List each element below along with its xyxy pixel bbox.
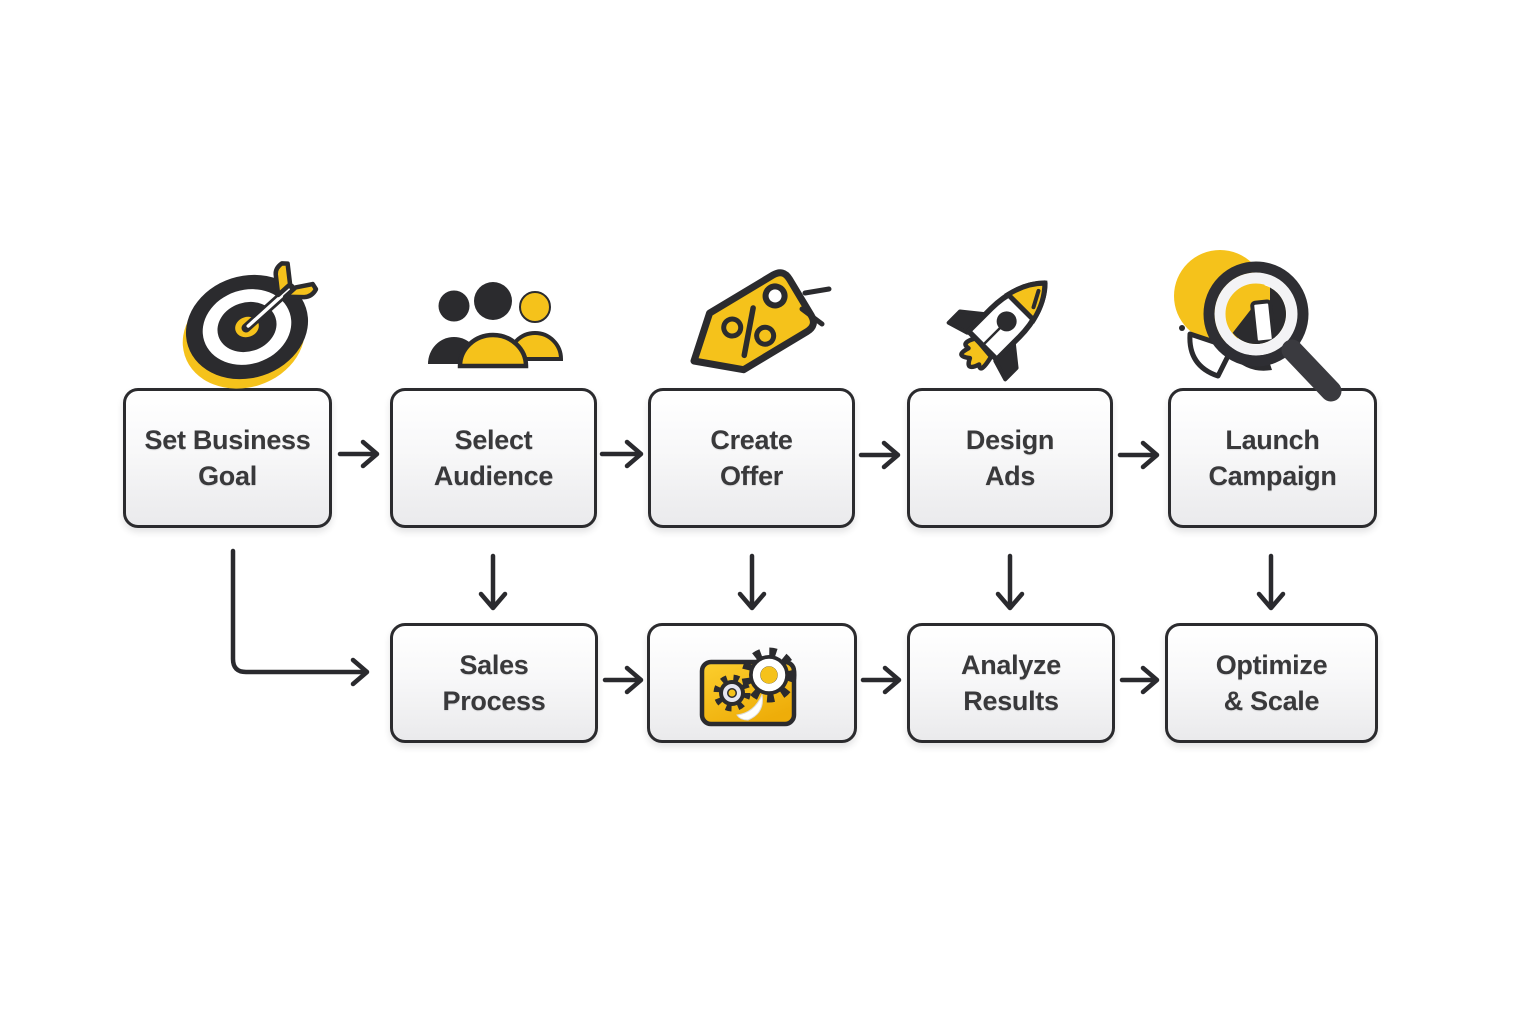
arrow-analyze-to-optimize: [1119, 665, 1160, 695]
magnifier-chart-icon: [1174, 250, 1342, 402]
audience-icon: [428, 282, 564, 369]
sparkle-line: [799, 306, 825, 327]
box-label-line1: Select: [454, 425, 533, 455]
box-label-line1: Launch: [1225, 425, 1320, 455]
arrow-audience-to-sales: [478, 553, 508, 611]
arrow-audience-to-offer: [599, 439, 644, 469]
flow-box-create-offer: Create Offer: [648, 388, 855, 528]
box-label-line1: Analyze: [961, 650, 1061, 680]
arrow-sales-to-gears: [602, 665, 644, 695]
flow-box-automation: [647, 623, 857, 743]
arrow-gears-to-analyze: [860, 665, 902, 695]
box-label-line1: Create: [710, 425, 793, 455]
flow-box-design-ads: Design Ads: [907, 388, 1113, 528]
box-label-line2: Offer: [719, 461, 783, 491]
percent-symbol: [721, 305, 777, 359]
box-label-line1: Optimize: [1215, 650, 1328, 680]
arrow-campaign-to-optimize: [1256, 553, 1286, 611]
magnifier-handle: [1281, 339, 1342, 402]
flow-box-analyze-results: Analyze Results: [907, 623, 1115, 743]
flow-box-optimize-scale: Optimize & Scale: [1165, 623, 1378, 743]
target-icon: [182, 261, 319, 389]
box-label-line2: Results: [963, 686, 1059, 716]
price-tag-icon: [690, 269, 832, 374]
rocket-icon: [946, 280, 1048, 382]
sparkle-line: [802, 286, 832, 296]
box-label-line2: Audience: [433, 461, 554, 491]
flow-box-select-audience: Select Audience: [390, 388, 597, 528]
arrow-goal-to-sales-elbow: [230, 548, 370, 687]
flow-box-set-business-goal: Set Business Goal: [123, 388, 332, 528]
lens-chart: [1226, 284, 1286, 344]
box-label-line2: Campaign: [1208, 461, 1337, 491]
box-label-line2: & Scale: [1223, 686, 1320, 716]
arrow-offer-to-ads: [858, 440, 901, 470]
box-label-line1: Set Business: [144, 425, 311, 455]
arrow-goal-to-audience: [337, 439, 380, 469]
flow-box-sales-process: Sales Process: [390, 623, 598, 743]
arrow-ads-to-analyze: [995, 553, 1025, 611]
box-label-line2: Ads: [984, 461, 1036, 491]
small-gear: [713, 674, 751, 712]
arrow-offer-to-gears: [737, 553, 767, 611]
dart-arrow: [241, 261, 319, 333]
box-label-line2: Goal: [198, 461, 257, 491]
box-label-line1: Sales: [459, 650, 529, 680]
box-label-line2: Process: [442, 686, 546, 716]
box-label-line1: Design: [965, 425, 1055, 455]
big-gear: [741, 647, 797, 703]
gears-icon: [699, 647, 797, 727]
arrow-ads-to-campaign: [1117, 440, 1160, 470]
flow-box-launch-campaign: Launch Campaign: [1168, 388, 1377, 528]
swoosh-highlight: [736, 693, 763, 721]
